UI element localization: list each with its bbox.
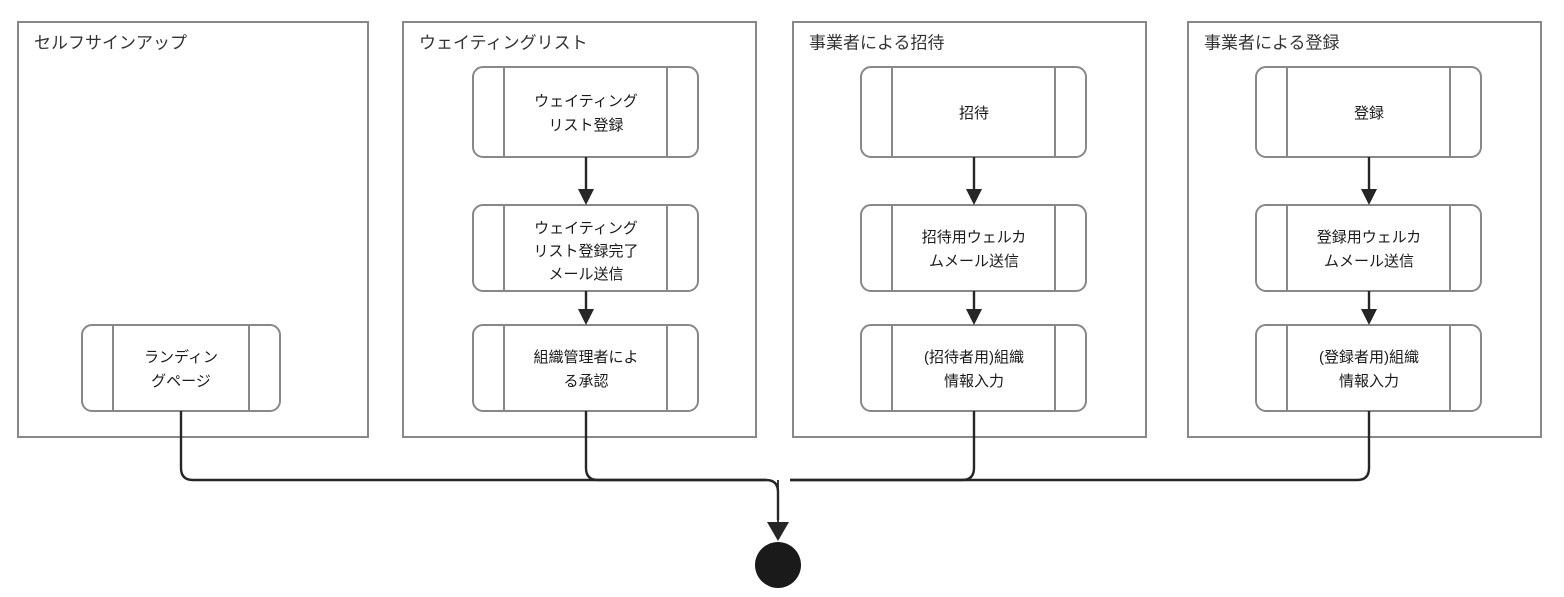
group-operator-invite[interactable]: 事業者による招待 招待 招待用ウェルカ ムメール送信 (招待者用)組織 情報入力: [792, 21, 1147, 438]
node-registrant-org-info-input-line-2: 情報入力: [1339, 373, 1399, 390]
node-waitlist-confirm-mail-line-2: リスト登録完了: [533, 243, 638, 260]
node-waitlist-confirm-mail[interactable]: ウェイティング リスト登録完了 メール送信: [472, 204, 699, 292]
group-waiting-list[interactable]: ウェイティングリスト ウェイティング リスト登録 ウェイティング リスト登録完了…: [402, 21, 757, 438]
group-operator-registration-title: 事業者による登録: [1204, 33, 1340, 52]
group-self-signup[interactable]: セルフサインアップ ランディン グページ: [17, 21, 369, 438]
node-merge-terminal[interactable]: [755, 542, 801, 588]
edge-welcome-mail-to-org-info: [966, 291, 982, 325]
edge-invite-to-welcome-mail: [966, 157, 982, 205]
arrow-head-icon: [578, 309, 594, 325]
node-waitlist-confirm-mail-line-3: メール送信: [548, 266, 623, 283]
node-registration-welcome-mail-line-2: ムメール送信: [1324, 253, 1414, 270]
node-invite[interactable]: 招待: [860, 66, 1087, 158]
node-invite-welcome-mail-line-1: 招待用ウェルカ: [922, 229, 1027, 246]
edge-registration-to-welcome-mail: [1361, 157, 1377, 205]
group-operator-registration[interactable]: 事業者による登録 登録 登録用ウェルカ ムメール送信 (登録者用)組織 情報入力: [1187, 21, 1542, 438]
node-invitee-org-info-input[interactable]: (招待者用)組織 情報入力: [860, 324, 1087, 412]
node-invite-welcome-mail-line-2: ムメール送信: [929, 253, 1019, 270]
node-landing-page-line-2: グページ: [151, 373, 211, 390]
edge-confirm-mail-to-approval: [578, 291, 594, 325]
arrow-head-icon: [966, 189, 982, 205]
group-self-signup-title: セルフサインアップ: [34, 33, 187, 52]
edge-welcome-mail-to-registrant-org-info: [1361, 291, 1377, 325]
node-registration[interactable]: 登録: [1255, 66, 1482, 158]
node-registration-welcome-mail[interactable]: 登録用ウェルカ ムメール送信: [1255, 204, 1482, 292]
node-invite-welcome-mail-shell: [860, 204, 1087, 292]
node-waitlist-register[interactable]: ウェイティング リスト登録: [472, 66, 699, 158]
node-landing-page-shell: [81, 324, 281, 412]
node-waitlist-register-line-2: リスト登録: [548, 117, 623, 134]
node-org-admin-approval-line-2: る承認: [563, 373, 608, 390]
arrow-head-icon: [1361, 309, 1377, 325]
node-registration-welcome-mail-shell: [1255, 204, 1482, 292]
node-registration-line-1: 登録: [1354, 105, 1384, 122]
node-org-admin-approval-shell: [472, 324, 699, 412]
arrow-head-icon: [1361, 189, 1377, 205]
edge-registrant-org-info-to-terminal: [790, 411, 1371, 482]
arrow-head-icon: [578, 189, 594, 205]
node-invite-welcome-mail[interactable]: 招待用ウェルカ ムメール送信: [860, 204, 1087, 292]
node-org-admin-approval[interactable]: 組織管理者によ る承認: [472, 324, 699, 412]
node-invitee-org-info-input-line-2: 情報入力: [944, 373, 1004, 390]
node-invitee-org-info-input-line-1: (招待者用)組織: [924, 349, 1024, 366]
node-waitlist-confirm-mail-line-1: ウェイティング: [534, 220, 638, 237]
node-registrant-org-info-input[interactable]: (登録者用)組織 情報入力: [1255, 324, 1482, 412]
node-landing-page[interactable]: ランディン グページ: [81, 324, 281, 412]
merge-bus-edges: [179, 411, 1371, 541]
node-invitee-org-info-input-shell: [860, 324, 1087, 412]
node-waitlist-register-line-1: ウェイティング: [534, 93, 638, 110]
node-waitlist-register-shell: [472, 66, 699, 158]
edge-approval-to-terminal: [584, 411, 766, 482]
node-registrant-org-info-input-line-1: (登録者用)組織: [1319, 349, 1419, 366]
edge-waitlist-register-to-confirm-mail: [578, 157, 594, 205]
node-org-admin-approval-line-1: 組織管理者によ: [533, 349, 638, 366]
terminal-circle-icon: [755, 542, 801, 588]
node-registration-welcome-mail-line-1: 登録用ウェルカ: [1317, 229, 1422, 246]
arrow-head-icon: [767, 522, 789, 541]
node-invite-line-1: 招待: [959, 105, 989, 122]
node-landing-page-line-1: ランディン: [144, 348, 218, 366]
arrow-head-icon: [966, 309, 982, 325]
group-waiting-list-title: ウェイティングリスト: [419, 33, 588, 52]
group-operator-invite-title: 事業者による招待: [809, 33, 945, 52]
node-registrant-org-info-input-shell: [1255, 324, 1482, 412]
